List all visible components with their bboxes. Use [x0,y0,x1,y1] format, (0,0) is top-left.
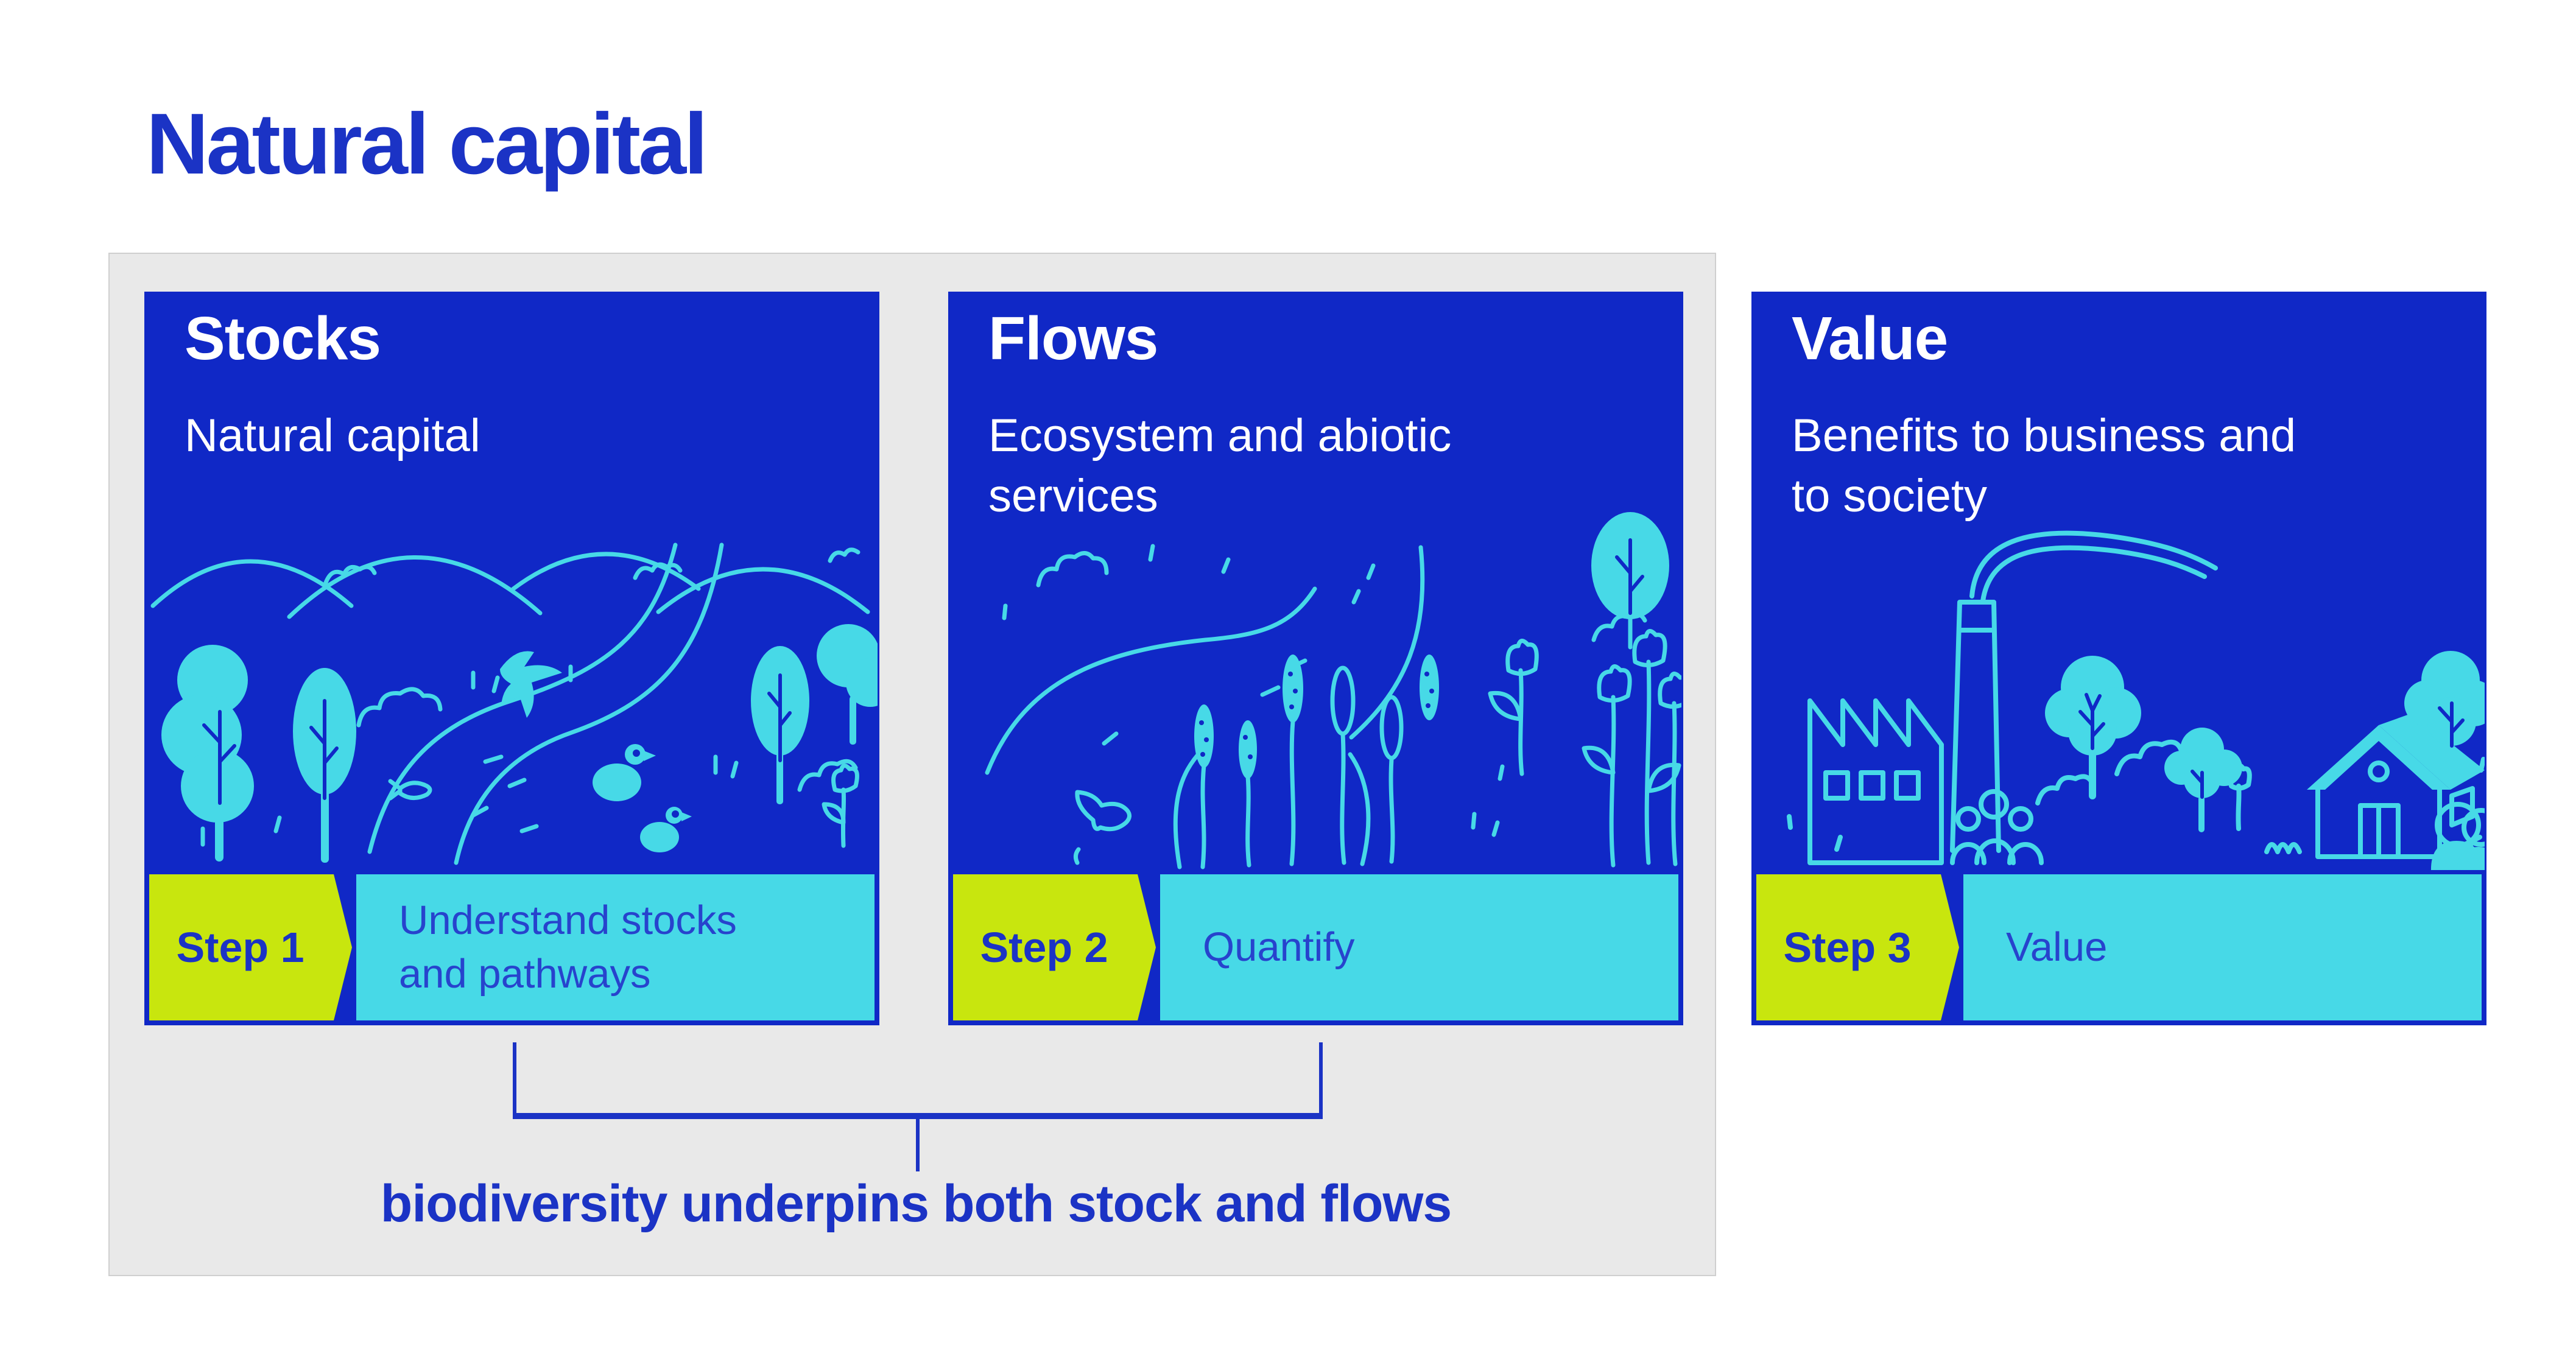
card-subtitle: Benefits to business and to society [1792,410,2296,522]
step-label: Step 2 [980,924,1108,971]
step-text: Value [2006,924,2108,970]
card-flows: Flows Ecosystem and abiotic services [948,292,1683,1025]
card-title: Flows [988,304,1158,373]
step-text: Understand stocks and pathways [399,897,737,997]
step-chip: Step 3 [1756,874,1959,1020]
card-stocks: Stocks Natural capital [144,292,879,1025]
step-label: Step 1 [176,924,304,971]
card-subtitle: Ecosystem and abiotic services [988,410,1452,522]
page-title: Natural capital [146,96,708,192]
card-value: Value Benefits to business and to societ… [1751,292,2486,1025]
card-title: Stocks [185,304,381,373]
step-panel: Understand stocks and pathways [356,874,875,1020]
card-subtitle: Natural capital [185,410,480,462]
step-text: Quantify [1203,924,1355,970]
step-panel: Value [1963,874,2482,1020]
stepbar: Step 2 Quantify [953,874,1678,1020]
landscape-illustration-icon [150,542,878,865]
card-title: Value [1792,304,1948,373]
stepbar: Step 3 Value [1756,874,2482,1020]
step-panel: Quantify [1160,874,1678,1020]
step-chip: Step 1 [149,874,352,1020]
factory-illustration-icon [1787,530,2485,870]
bracket-drop-line [916,1119,920,1171]
biodiversity-caption: biodiversity underpins both stock and fl… [380,1174,1452,1233]
stream-illustration-icon [985,512,1681,869]
bracket-horizontal-line [513,1113,1323,1119]
stepbar: Step 1 Understand stocks and pathways [149,874,875,1020]
step-chip: Step 2 [953,874,1156,1020]
bracket-right-line [1319,1042,1323,1118]
bracket-left-line [513,1042,516,1118]
step-label: Step 3 [1783,924,1912,971]
